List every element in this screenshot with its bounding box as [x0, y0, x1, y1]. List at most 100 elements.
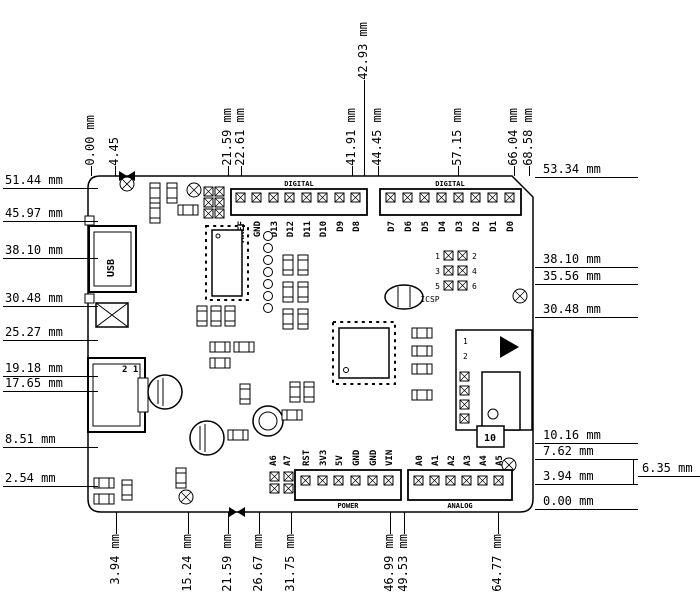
ic-10: 10 — [476, 425, 505, 448]
dim-top-42-93: 42.93 mm — [356, 22, 370, 80]
dim-bottom-3-94: 3.94 mm — [108, 534, 122, 585]
dim-right-7-62: 7.62 mm — [535, 444, 638, 460]
power-label: POWER — [337, 502, 359, 510]
pin-label-d9: D9 — [336, 221, 346, 232]
dim-line — [404, 512, 405, 534]
pin-label-d11: D11 — [303, 221, 313, 237]
pin-label-d10: D10 — [319, 221, 329, 237]
dim-bottom-46-99: 46.99 mm — [382, 534, 396, 592]
dim-line — [91, 166, 92, 176]
dim-right-10-16: 10.16 mm — [535, 428, 638, 444]
dim-line — [364, 80, 365, 176]
dim-bottom-64-77: 64.77 mm — [490, 534, 504, 592]
dim-line — [514, 166, 515, 176]
dim-top-22-61: 22.61 mm — [233, 108, 247, 166]
dim-top-68-58: 68.58 mm — [521, 108, 535, 166]
icsp-pin-5: 5 — [435, 282, 440, 291]
dim-bottom-21-59: 21.59 mm — [220, 534, 234, 592]
dim-line — [458, 166, 459, 176]
pin-label-d4: D4 — [438, 220, 448, 231]
dim-bracket-line — [633, 459, 634, 485]
dim-top-4-45: 4.45 — [107, 137, 121, 166]
pin-label-a6: A6 — [269, 455, 279, 466]
pin-label-gnd: GND — [253, 220, 263, 237]
dim-right-53-34: 53.34 mm — [535, 162, 638, 178]
pin-label-5v: 5V — [335, 455, 345, 466]
capacitors — [147, 374, 284, 456]
icsp-pin-2: 2 — [472, 252, 477, 261]
dim-right-3-94: 3.94 mm — [535, 469, 638, 485]
dim-line — [115, 166, 116, 176]
dim-line — [352, 166, 353, 176]
dim-left-30-48: 30.48 mm — [3, 291, 98, 307]
dim-line — [116, 512, 117, 534]
dim-left-38-10: 38.10 mm — [3, 243, 98, 259]
dim-right-6-35: 6.35 mm — [638, 461, 700, 477]
pin-label-d2: D2 — [472, 221, 482, 232]
digital-label-2: DIGITAL — [435, 180, 465, 188]
polarity-triangle-icon — [500, 336, 519, 358]
pin-label-d7: D7 — [387, 221, 397, 232]
pin-label-d6: D6 — [404, 221, 414, 232]
dim-top-41-91: 41.91 mm — [344, 108, 358, 166]
power-jack: 2 1 — [87, 357, 149, 433]
pin-label-3v3: 3V3 — [319, 450, 329, 466]
dim-bottom-31-75: 31.75 mm — [283, 534, 297, 592]
pin-label-vin: VIN — [385, 450, 395, 466]
pin-label-a3: A3 — [463, 455, 473, 466]
dim-right-35-56: 35.56 mm — [535, 269, 638, 285]
pin-label-d3: D3 — [455, 221, 465, 232]
analog-header: A0 A1 A2 A3 A4 A5 ANALOG — [407, 455, 513, 510]
usb-label: USB — [106, 259, 117, 277]
dim-left-8-51: 8.51 mm — [3, 432, 98, 448]
dim-line — [291, 512, 292, 534]
pin-label-d0: D0 — [506, 221, 516, 232]
dim-bottom-49-53: 49.53 mm — [396, 534, 410, 592]
extra-analog-pads: A6 A7 — [269, 455, 294, 494]
main-mcu — [332, 321, 396, 385]
pin-label-a5: A5 — [495, 455, 505, 466]
icsp-header: 1 2 3 4 5 6 ICSP — [420, 250, 477, 304]
usb-interface-ic — [205, 225, 249, 301]
usb-connector: USB — [84, 215, 137, 304]
pin-label-a2: A2 — [447, 455, 457, 466]
via-strip — [263, 231, 273, 313]
icsp-label: ICSP — [420, 295, 439, 304]
icsp-pin-6: 6 — [472, 282, 477, 291]
dim-line — [390, 512, 391, 534]
dim-line — [529, 166, 530, 176]
dim-line — [498, 512, 499, 534]
pin-label-a1: A1 — [431, 455, 441, 466]
dim-line — [228, 512, 229, 534]
dim-top-0-00: 0.00 mm — [83, 115, 97, 166]
icsp-pin-4: 4 — [472, 267, 477, 276]
dim-top-44-45: 44.45 mm — [370, 108, 384, 166]
dim-line — [241, 166, 242, 176]
dim-right-30-48: 30.48 mm — [535, 302, 638, 318]
pin-label-d13: D13 — [270, 221, 280, 237]
icsp-pin-1: 1 — [435, 252, 440, 261]
dim-line — [188, 512, 189, 534]
pin-label-a7: A7 — [283, 455, 293, 466]
dim-left-51-44: 51.44 mm — [3, 173, 98, 189]
pin-label-gnd2: GND — [369, 449, 379, 466]
dim-left-17-65: 17.65 mm — [3, 376, 98, 392]
pin-label-a0: A0 — [415, 455, 425, 466]
pin-label-d12: D12 — [286, 221, 296, 237]
icsp-pin-3: 3 — [435, 267, 440, 276]
dim-bottom-26-67: 26.67 mm — [251, 534, 265, 592]
dim-left-2-54: 2.54 mm — [3, 471, 98, 487]
pin-label-d8: D8 — [352, 221, 362, 232]
capacitor-marking: 2 1 — [122, 365, 138, 375]
dim-top-57-15: 57.15 mm — [450, 108, 464, 166]
dim-left-25-27: 25.27 mm — [3, 325, 98, 341]
dim-left-19-18: 19.18 mm — [3, 361, 98, 377]
connector-pin-1: 1 — [463, 337, 468, 346]
digital-header-2: DIGITAL D7 D6 D5 D4 D3 D2 D1 D0 — [379, 180, 522, 232]
dim-right-38-10: 38.10 mm — [535, 252, 638, 268]
resonator — [95, 302, 129, 328]
analog-label: ANALOG — [447, 502, 472, 510]
dim-left-45-97: 45.97 mm — [3, 206, 98, 222]
